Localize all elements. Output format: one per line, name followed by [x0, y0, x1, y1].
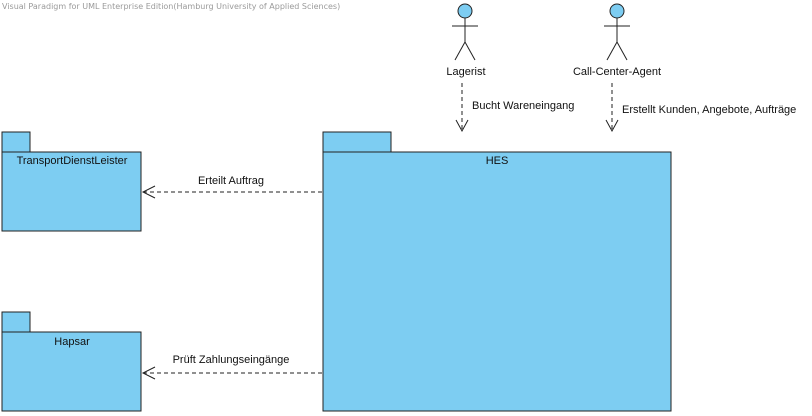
- package-transport-body: [1, 151, 142, 232]
- dependency-hes-hapsar-arrowhead: [141, 366, 156, 380]
- package-hes-name: HES: [486, 155, 509, 167]
- actor-lagerist-name: Lagerist: [446, 66, 485, 78]
- dependency-call-center-agent-hes-arrowhead: [605, 119, 619, 133]
- actor-lagerist-head: [457, 3, 473, 19]
- package-hapsar-name: Hapsar: [54, 336, 90, 348]
- package-transport-tab: [1, 131, 31, 153]
- package-hapsar-body: [1, 331, 142, 412]
- dependency-lagerist-hes-arrowhead: [455, 119, 469, 133]
- actor-lagerist-right-leg: [464, 41, 476, 61]
- actor-lagerist-left-leg: [454, 41, 466, 61]
- dependency-lagerist-hes[interactable]: Bucht Wareneingang: [455, 83, 574, 133]
- package-hes-body: [322, 151, 672, 412]
- actor-call-center-agent-left-leg: [606, 41, 618, 61]
- actor-lagerist[interactable]: Lagerist: [446, 3, 486, 78]
- actor-call-center-agent-right-leg: [616, 41, 628, 61]
- dependency-hes-hapsar-label: Prüft Zahlungseingänge: [173, 354, 290, 366]
- dependency-call-center-agent-hes[interactable]: Erstellt Kunden, Angebote, Aufträge: [605, 83, 796, 133]
- dependency-hes-transport-arrowhead: [141, 185, 156, 199]
- dependency-hes-hapsar[interactable]: Prüft Zahlungseingänge: [141, 354, 322, 380]
- dependency-hes-transport-label: Erteilt Auftrag: [198, 175, 264, 187]
- dependency-call-center-agent-hes-label: Erstellt Kunden, Angebote, Aufträge: [622, 104, 796, 116]
- dependency-hes-transport[interactable]: Erteilt Auftrag: [141, 175, 322, 199]
- package-transport[interactable]: TransportDienstLeister: [1, 131, 142, 232]
- package-hapsar[interactable]: Hapsar: [1, 311, 142, 412]
- package-hes[interactable]: HES: [322, 131, 672, 412]
- package-transport-name: TransportDienstLeister: [17, 155, 128, 167]
- watermark: Visual Paradigm for UML Enterprise Editi…: [2, 2, 341, 11]
- actor-call-center-agent-name: Call-Center-Agent: [573, 66, 661, 78]
- package-hes-tab: [322, 131, 392, 153]
- actor-call-center-agent-head: [609, 3, 625, 19]
- package-hapsar-tab: [1, 311, 31, 333]
- dependency-lagerist-hes-label: Bucht Wareneingang: [472, 100, 574, 112]
- actor-call-center-agent[interactable]: Call-Center-Agent: [573, 3, 661, 78]
